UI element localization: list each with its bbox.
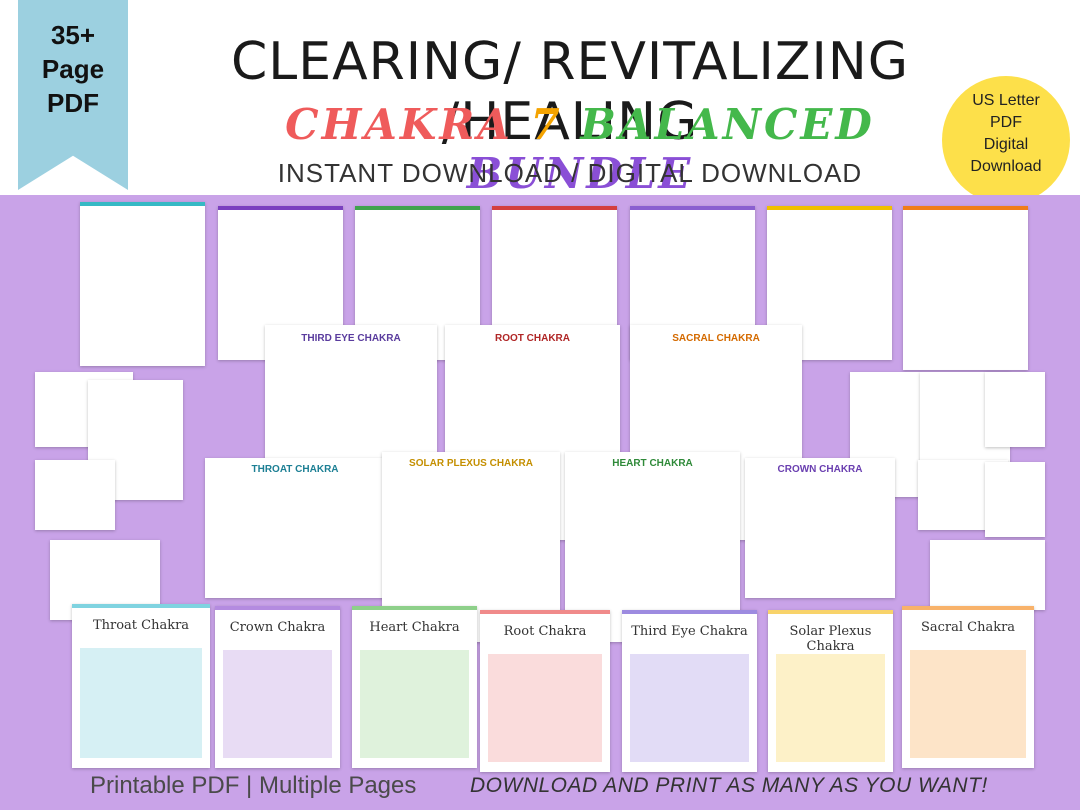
throat-symptoms-title: Throat Chakra bbox=[92, 618, 190, 633]
solar-title: SOLAR PLEXUS CHAKRA bbox=[409, 458, 533, 469]
ribbon-line-3: PDF bbox=[47, 88, 99, 118]
badge-line-3: Digital bbox=[983, 136, 1029, 153]
subtitle-word-1: CHAKRA bbox=[285, 100, 513, 149]
page-count-text: 35+ Page PDF bbox=[18, 18, 128, 120]
subtitle-word-2: 7 bbox=[530, 100, 563, 149]
format-badge: US Letter PDF Digital Download bbox=[942, 76, 1070, 204]
sacral-title: SACRAL CHAKRA bbox=[672, 333, 760, 344]
main-title: CLEARING/ REVITALIZING /HEALING bbox=[230, 32, 910, 152]
header-band bbox=[0, 0, 1080, 195]
solar-symptoms-sheet: Solar Plexus Chakra bbox=[768, 610, 893, 772]
solar-symptoms-title: Solar Plexus Chakra bbox=[789, 624, 872, 654]
badge-line-1: US Letter bbox=[972, 92, 1040, 109]
sacral-symptoms-sheet: Sacral Chakra bbox=[902, 606, 1034, 768]
root-title: ROOT CHAKRA bbox=[495, 333, 570, 344]
ribbon-line-2: Page bbox=[41, 54, 105, 84]
bundle-subtitle: CHAKRA 7 BALANCED BUNDLE bbox=[200, 100, 960, 198]
worksheet-page-2 bbox=[985, 462, 1045, 537]
subtitle-word-3: BALANCED bbox=[580, 100, 875, 149]
heart-symptoms-title: Heart Chakra bbox=[369, 620, 460, 635]
download-label: INSTANT DOWNLOAD / DIGITAL DOWNLOAD bbox=[277, 158, 863, 188]
sacral-symptoms-title: Sacral Chakra bbox=[920, 620, 1016, 635]
third-eye-symptoms-title: Third Eye Chakra bbox=[631, 624, 748, 639]
mandala-page-3 bbox=[930, 540, 1045, 610]
yoga-card-orange bbox=[903, 206, 1028, 370]
badge-line-2: PDF bbox=[990, 114, 1022, 131]
throat-symptoms-sheet: Throat Chakra bbox=[72, 604, 210, 768]
throat-sheet: THROAT CHAKRA bbox=[205, 458, 385, 598]
footer-printable: Printable PDF | Multiple Pages bbox=[90, 772, 417, 799]
third-eye-symptoms-sheet: Third Eye Chakra bbox=[622, 610, 757, 772]
crown-title: CROWN CHAKRA bbox=[777, 464, 863, 475]
badge-line-4: Download bbox=[970, 158, 1042, 175]
worksheet-page-1 bbox=[985, 372, 1045, 447]
heart-title: HEART CHAKRA bbox=[612, 458, 693, 469]
crown-symptoms-sheet: Crown Chakra bbox=[215, 606, 340, 768]
root-symptoms-title: Root Chakra bbox=[503, 624, 587, 639]
root-symptoms-sheet: Root Chakra bbox=[480, 610, 610, 772]
ribbon-line-1: 35+ bbox=[50, 20, 96, 50]
throat-title: THROAT CHAKRA bbox=[251, 464, 339, 475]
footer-download-note: DOWNLOAD AND PRINT AS MANY AS YOU WANT! bbox=[470, 774, 988, 797]
crown-sheet: CROWN CHAKRA bbox=[745, 458, 895, 598]
crown-symptoms-title: Crown Chakra bbox=[229, 620, 326, 635]
coloring-page-3 bbox=[35, 460, 115, 530]
subtitle-word-4: BUNDLE bbox=[466, 149, 694, 198]
yoga-card-teal bbox=[80, 202, 205, 366]
heart-symptoms-sheet: Heart Chakra bbox=[352, 606, 477, 768]
third-eye-title: THIRD EYE CHAKRA bbox=[301, 333, 401, 344]
